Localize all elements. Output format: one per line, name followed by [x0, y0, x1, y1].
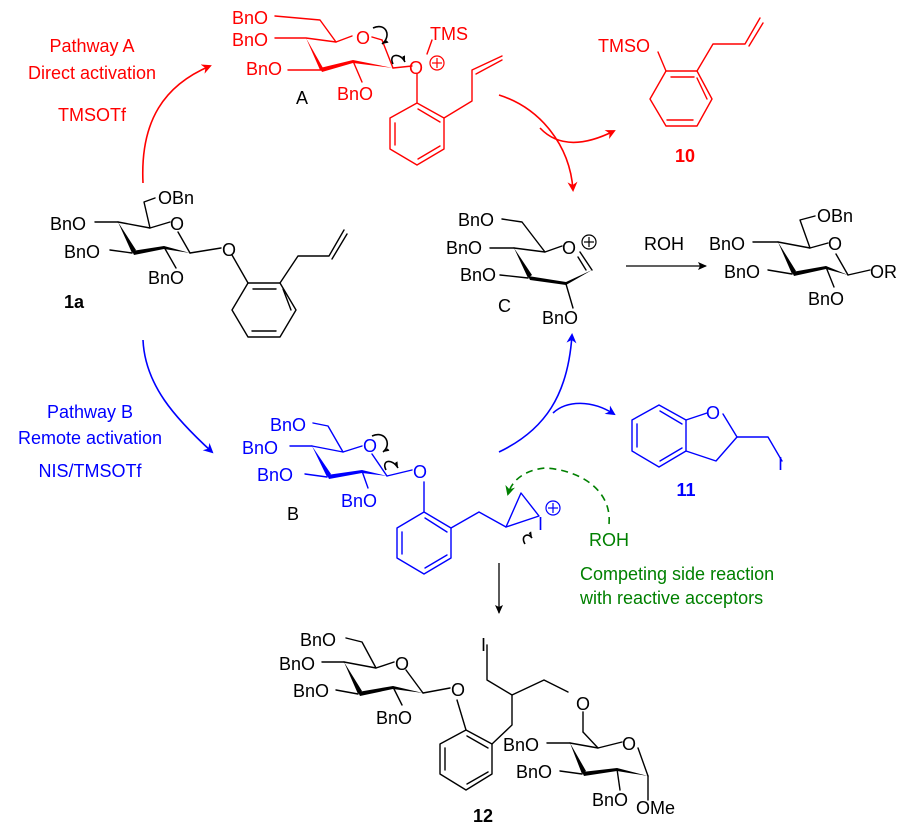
product-ring-oxygen: O: [828, 234, 842, 254]
b-plus-charge-icon: [545, 500, 561, 516]
12-ome-group: OMe: [636, 798, 675, 818]
a-glycosidic-oxygen: O: [409, 58, 423, 78]
product-bno-3: BnO: [724, 262, 760, 282]
compound-11: O I 11: [631, 403, 783, 500]
b-bno-2: BnO: [341, 491, 377, 511]
a-electron-push-arrows: [372, 25, 406, 65]
side-reaction-dashed-arrow: [505, 467, 610, 525]
12-bno-2b: BnO: [592, 790, 628, 810]
12-ring-oxygen-1: O: [395, 654, 409, 674]
11-ring-oxygen: O: [706, 403, 720, 423]
b-bno-3: BnO: [257, 465, 293, 485]
a-bno-2: BnO: [337, 84, 373, 104]
label-1a: 1a: [64, 292, 85, 312]
1a-obn-6: OBn: [158, 188, 194, 208]
compound-12: BnO BnO BnO BnO O O I O BnO BnO BnO O OM…: [279, 630, 675, 826]
pathway-a-label: Pathway A Direct activation TMSOTf: [28, 36, 156, 125]
side-note-line1: Competing side reaction: [580, 564, 774, 584]
intermediate-b: BnO BnO BnO BnO O O I: [242, 415, 561, 575]
a-to-c-arrow: [498, 94, 578, 192]
1a-bno-4: BnO: [50, 214, 86, 234]
side-reaction-note: ROH Competing side reaction with reactiv…: [579, 530, 774, 608]
12-bno-3b: BnO: [516, 762, 552, 782]
product-bno-4: BnO: [709, 234, 745, 254]
c-bno-4: BnO: [446, 238, 482, 258]
side-note-line2: with reactive acceptors: [579, 588, 763, 608]
11-iodine: I: [778, 454, 783, 474]
c-ring-oxygen: O: [562, 238, 576, 258]
12-ring-oxygen-2: O: [622, 734, 636, 754]
12-iodine: I: [481, 635, 486, 655]
b-ring-oxygen: O: [363, 436, 377, 456]
label-c: C: [498, 296, 511, 316]
b-to-c-arrow: [498, 333, 577, 453]
a-plus-charge-icon: [429, 55, 445, 71]
roh-reagent-label: ROH: [644, 234, 684, 254]
a-bno-4: BnO: [232, 30, 268, 50]
a-tms: TMS: [430, 24, 468, 44]
pathway-a-arrow: [142, 64, 212, 184]
a-bno-3: BnO: [246, 59, 282, 79]
12-linker-oxygen: O: [576, 694, 590, 714]
a-to-10-arrow: [539, 127, 616, 144]
1a-bno-2: BnO: [148, 268, 184, 288]
1a-glycosidic-oxygen: O: [222, 240, 236, 260]
pathway-a-title: Pathway A: [49, 36, 134, 56]
pathway-b-subtitle: Remote activation: [18, 428, 162, 448]
12-bno-3: BnO: [293, 681, 329, 701]
compound-1a: OBn BnO BnO BnO O O 1a: [50, 188, 348, 338]
c-bno-6: BnO: [458, 210, 494, 230]
product-bno-2: BnO: [808, 289, 844, 309]
side-roh-label: ROH: [589, 530, 629, 550]
product-or-group: OR: [870, 262, 897, 282]
pathway-a-reagent: TMSOTf: [58, 105, 127, 125]
label-12: 12: [473, 806, 493, 826]
intermediate-a: BnO BnO BnO BnO O O TMS: [232, 8, 503, 166]
a-bno-6: BnO: [232, 8, 268, 28]
pathway-b-title: Pathway B: [47, 402, 133, 422]
b-glycosidic-oxygen: O: [413, 462, 427, 482]
12-aryl-oxygen: O: [451, 680, 465, 700]
12-bno-4: BnO: [279, 654, 315, 674]
12-bno-6: BnO: [300, 630, 336, 650]
product-glycoside: OBn BnO BnO BnO O OR: [709, 206, 897, 309]
label-a: A: [296, 88, 308, 108]
oxocarbenium-c: BnO BnO BnO BnO O C: [446, 210, 597, 328]
tmso-group: TMSO: [598, 36, 650, 56]
pathway-b-reagent: NIS/TMSOTf: [39, 461, 143, 481]
b-to-11-arrow: [552, 402, 616, 416]
compound-10: TMSO 10: [598, 17, 764, 166]
pathway-b-label: Pathway B Remote activation NIS/TMSOTf: [18, 402, 162, 481]
c-bno-2: BnO: [542, 308, 578, 328]
12-bno-2: BnO: [376, 708, 412, 728]
12-bno-4b: BnO: [503, 735, 539, 755]
1a-ring-oxygen: O: [170, 214, 184, 234]
b-bno-4: BnO: [242, 438, 278, 458]
a-ring-oxygen: O: [356, 28, 370, 48]
c-plus-charge-icon: [581, 234, 597, 250]
c-bno-3: BnO: [460, 265, 496, 285]
pathway-a-subtitle: Direct activation: [28, 63, 156, 83]
1a-bno-3: BnO: [64, 242, 100, 262]
label-10: 10: [675, 146, 695, 166]
label-11: 11: [676, 480, 695, 500]
b-iodonium: I: [538, 514, 543, 534]
pathway-b-arrow: [142, 339, 214, 454]
b-electron-push-arrows: [371, 433, 533, 545]
product-obn-6: OBn: [817, 206, 853, 226]
b-bno-6: BnO: [270, 415, 306, 435]
label-b: B: [287, 504, 299, 524]
